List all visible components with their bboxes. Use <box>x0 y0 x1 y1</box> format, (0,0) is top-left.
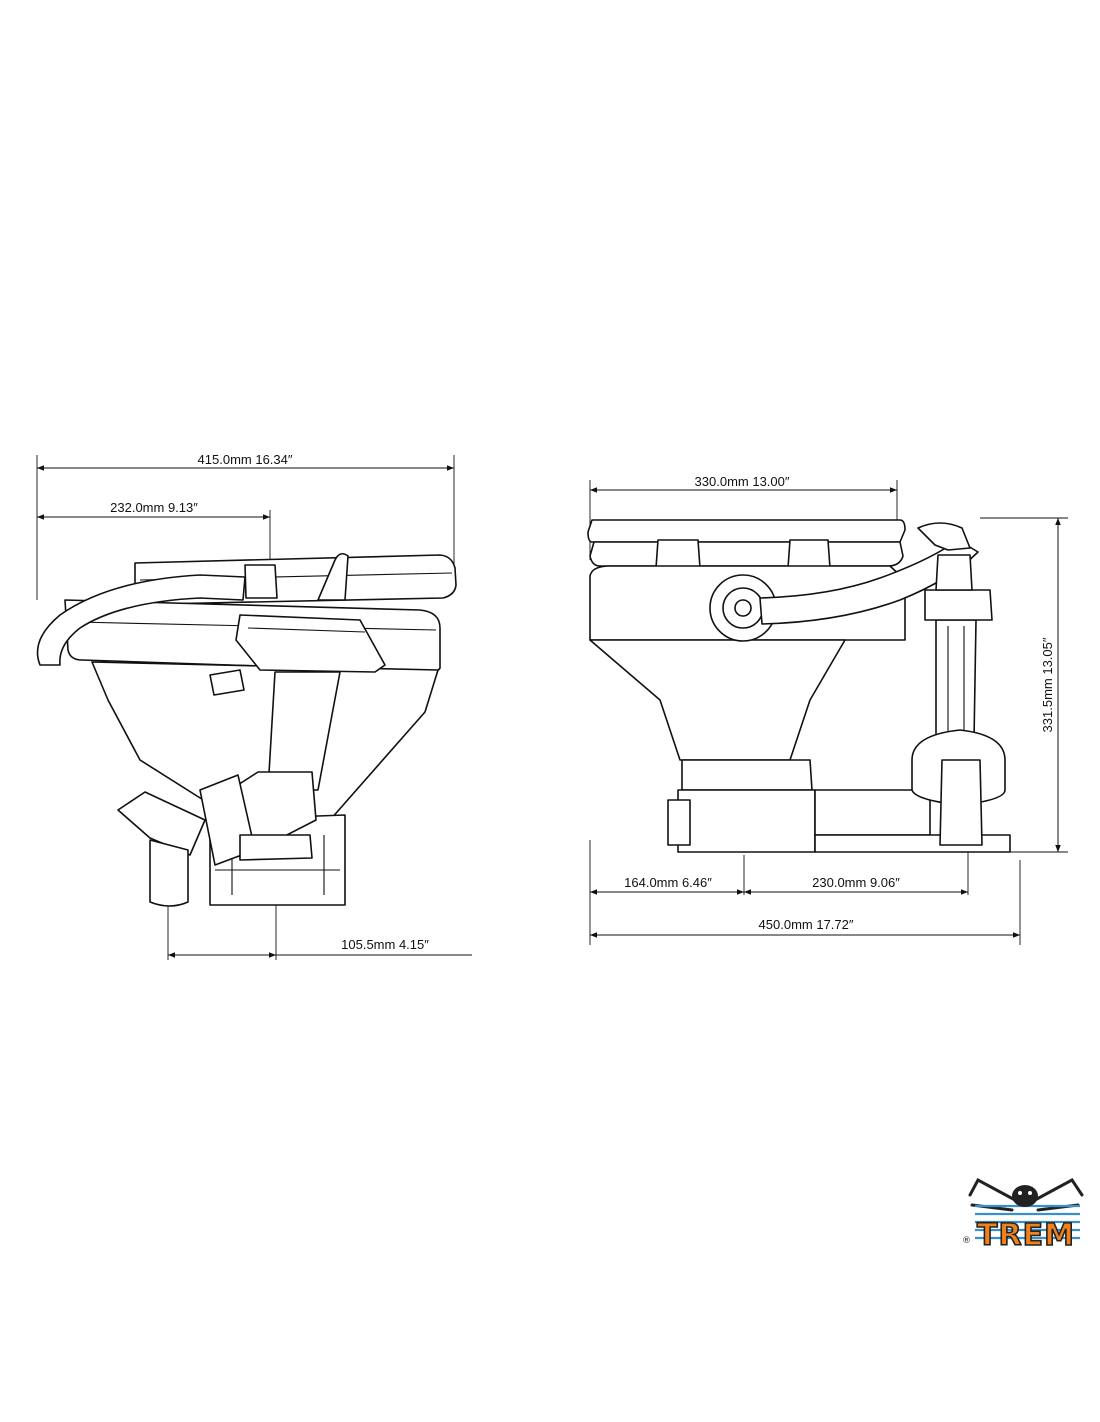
dim-outlet-offset: 105.5mm 4.15″ <box>341 937 429 952</box>
logo-brand: TREM <box>977 1218 1075 1253</box>
dim-overall-length: 415.0mm 16.34″ <box>198 452 293 467</box>
dim-height: 331.5mm 13.05″ <box>1040 637 1055 732</box>
trem-logo: TREM ® <box>962 1177 1084 1254</box>
dim-center-to-pump: 230.0mm 9.06″ <box>812 875 900 890</box>
logo-registered-mark: ® <box>962 1236 971 1246</box>
spider-icon <box>1012 1185 1038 1207</box>
dim-seat-width: 330.0mm 13.00″ <box>695 474 790 489</box>
dim-overall-width: 450.0mm 17.72″ <box>759 917 854 932</box>
side-view-drawing: 415.0mm 16.34″ 232.0mm 9.13″ 105.5mm 4.1… <box>36 452 472 960</box>
dim-bowl-to-center: 164.0mm 6.46″ <box>624 875 712 890</box>
dim-pivot-offset: 232.0mm 9.13″ <box>110 500 198 515</box>
front-view-drawing: 330.0mm 13.00″ 331.5mm 13.05″ 164.0mm 6.… <box>587 474 1068 945</box>
